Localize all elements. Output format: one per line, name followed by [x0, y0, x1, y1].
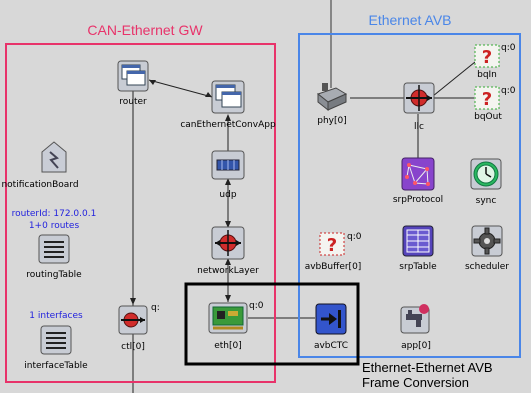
llc-bqin-line: [432, 61, 476, 97]
router-app-line: [148, 79, 213, 98]
arrows-cross-icon[interactable]: [403, 82, 435, 114]
can-ethernet-gw-frame: [5, 43, 276, 383]
srp-table-label: srpTable: [399, 262, 437, 272]
svg-text:?: ?: [482, 89, 492, 110]
question-icon[interactable]: ?: [474, 86, 500, 110]
conversion-caption-line2: Frame Conversion: [362, 375, 469, 390]
gear-icon[interactable]: [471, 225, 503, 257]
arrowhead: [225, 178, 231, 185]
bqout-queue: q:0: [501, 86, 516, 96]
transceiver-icon[interactable]: [314, 80, 350, 114]
arrowhead: [225, 221, 231, 228]
ctl-label: ctl[0]: [121, 342, 145, 352]
arrowhead: [149, 80, 156, 85]
scheduler-label: scheduler: [464, 262, 510, 272]
notification-board-label: notificationBoard: [1, 180, 79, 190]
tap-icon[interactable]: [400, 302, 432, 334]
arrows-cross-icon[interactable]: [118, 305, 148, 335]
network-card-icon[interactable]: [208, 302, 248, 334]
window-stack-icon[interactable]: [117, 60, 149, 92]
udp-label: udp: [219, 190, 237, 200]
question-icon[interactable]: ?: [319, 232, 345, 256]
arrowhead: [225, 295, 231, 302]
interface-table-label: interfaceTable: [24, 361, 88, 371]
clock-icon[interactable]: [470, 158, 502, 190]
srp-protocol-label: srpProtocol: [392, 195, 444, 205]
svg-text:?: ?: [327, 235, 337, 256]
network-graph-icon[interactable]: [401, 157, 435, 191]
can-ethernet-gw-title: CAN-Ethernet GW: [87, 22, 203, 38]
table-lines-icon[interactable]: [38, 234, 70, 264]
can-ethernet-conv-app-label: canEthernetConvApp: [180, 120, 276, 130]
llc-label: llc: [414, 122, 424, 132]
svg-text:?: ?: [482, 47, 492, 68]
arrow-bar-icon[interactable]: [315, 303, 347, 335]
table-lines-icon[interactable]: [40, 325, 72, 355]
ctl-queue: q:: [151, 303, 160, 313]
lightning-board-icon[interactable]: [40, 140, 68, 174]
routing-table-label: routingTable: [26, 270, 82, 280]
sync-label: sync: [475, 196, 497, 206]
question-icon[interactable]: ?: [474, 44, 500, 68]
window-stack-icon[interactable]: [211, 80, 245, 114]
network-layer-label: networkLayer: [197, 266, 259, 276]
grid-table-icon[interactable]: [402, 225, 434, 257]
arrowhead: [225, 258, 231, 265]
arrowhead: [225, 114, 231, 121]
avb-buffer-label: avbBuffer[0]: [304, 262, 362, 272]
app-label: app[0]: [401, 341, 431, 351]
block-icon[interactable]: [211, 150, 245, 180]
phy-label: phy[0]: [317, 116, 347, 126]
ethernet-avb-title: Ethernet AVB: [368, 12, 452, 28]
eth-queue: q:0: [249, 301, 264, 311]
bqout-label: bqOut: [474, 112, 502, 122]
bqin-label: bqIn: [477, 70, 497, 80]
conversion-highlight-box: [184, 282, 360, 366]
arrowhead: [205, 92, 212, 97]
arrowhead: [130, 298, 136, 305]
eth-label: eth[0]: [214, 341, 242, 351]
avb-ctc-label: avbCTC: [313, 341, 349, 351]
router-id-text: routerId: 172.0.0.1: [11, 209, 97, 219]
avb-buffer-queue: q:0: [347, 232, 362, 242]
arrows-cross-icon[interactable]: [211, 226, 245, 260]
router-label: router: [119, 97, 147, 107]
bqin-queue: q:0: [501, 43, 516, 53]
ethernet-avb-frame: [298, 33, 521, 358]
routes-count-text: 1+0 routes: [28, 221, 80, 231]
interfaces-count-text: 1 interfaces: [29, 311, 83, 321]
conversion-caption-line1: Ethernet-Ethernet AVB: [362, 360, 493, 375]
